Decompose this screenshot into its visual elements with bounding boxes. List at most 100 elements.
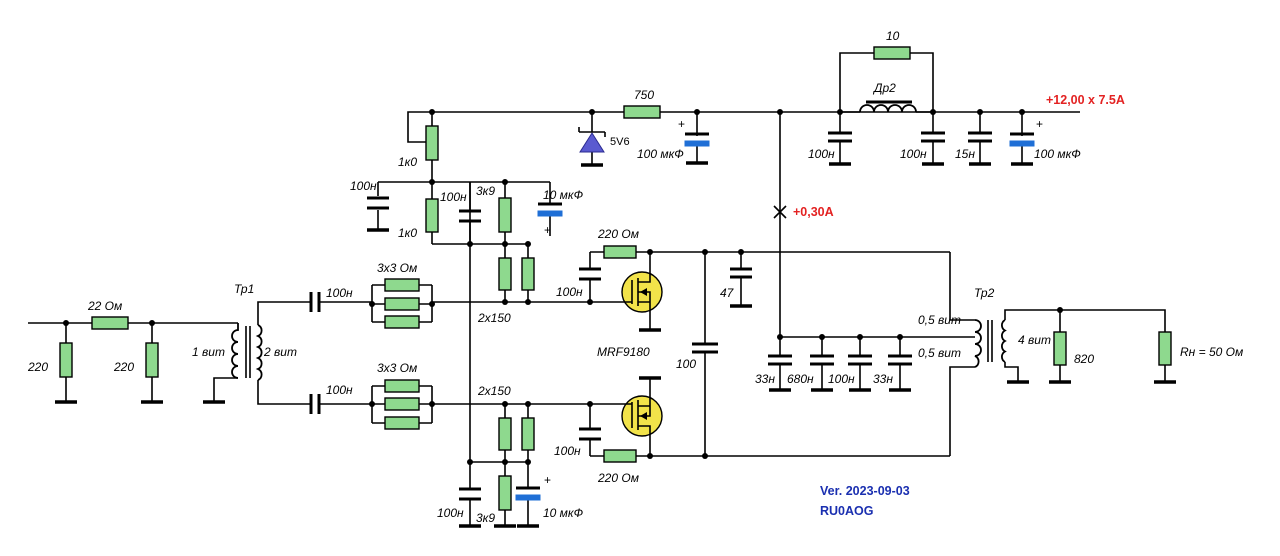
choke-coil [859, 104, 917, 113]
cap-680n [810, 354, 834, 366]
label-c-10u-bot: 10 мкФ [543, 506, 584, 520]
junction-dots [63, 109, 1063, 465]
mosfet-bot [590, 395, 663, 438]
resistor-22-ohm [91, 316, 129, 330]
label-c-100n-bot: 100н [437, 506, 464, 520]
label-c-100n-a: 100н [808, 147, 835, 161]
resistor-gate-top-3 [384, 315, 420, 329]
label-r-bias-top: 2x150 [477, 311, 511, 325]
label-plus-100u-mid: + [678, 117, 685, 131]
label-r-bias-bot: 2x150 [477, 384, 511, 398]
label-tr2: Тр2 [974, 286, 995, 300]
label-c-fb-top: 100н [556, 285, 583, 299]
label-c-47: 47 [720, 286, 735, 300]
label-c-couple-top: 100н [326, 286, 353, 300]
resistor-220-fb-bot [603, 449, 637, 463]
cap-100n-bot [459, 487, 481, 501]
resistor-gate-bot-1 [384, 379, 420, 393]
label-c-100n-c: 100н [828, 372, 855, 386]
label-r-gate-top: 3x3 Ом [377, 261, 417, 275]
resistor-1k0-mid [425, 198, 439, 233]
resistors [59, 46, 1172, 511]
resistor-150-bot-a [498, 417, 512, 451]
label-zener: 5V6 [610, 136, 630, 148]
label-plus-100u-out: + [1036, 117, 1043, 131]
cap-100n-c [848, 354, 872, 366]
label-r-10: 10 [886, 29, 900, 43]
label-r-fb-bot: 220 Ом [597, 471, 639, 485]
resistor-load [1158, 331, 1172, 366]
label-tr2-secondary: 4 вит [1018, 333, 1051, 347]
label-r-3k9-top: 3к9 [476, 184, 495, 198]
labels: 22 Ом 220 220 Тр1 1 вит 2 вит 100н 100н … [27, 29, 1243, 525]
label-c-100u-out: 100 мкФ [1034, 147, 1081, 161]
cap-fb-top [579, 267, 601, 281]
cap-100u-mid [684, 140, 710, 147]
label-r-1k-mid: 1к0 [398, 226, 417, 240]
label-c-33n-a: 33н [755, 372, 775, 386]
label-r-in-left: 220 [27, 360, 48, 374]
label-c-15n: 15н [955, 147, 975, 161]
label-tr1: Тр1 [234, 282, 254, 296]
resistor-150-bot-b [521, 417, 535, 451]
cap-10u-top [537, 210, 563, 217]
resistor-1k0-top [425, 125, 439, 161]
resistor-10 [873, 46, 911, 60]
cap-15n [968, 131, 992, 143]
zener-diode [578, 127, 606, 153]
label-c-100n-bias: 100н [440, 190, 467, 204]
resistor-150-top-b [521, 257, 535, 291]
label-c-33n-b: 33н [873, 372, 893, 386]
cap-100n-left [367, 196, 389, 210]
label-tr2-half-a: 0,5 вит [918, 313, 961, 327]
cap-100n-a [828, 131, 852, 143]
cap-10u-bot [515, 494, 541, 501]
label-choke: Др2 [872, 81, 896, 95]
version-author: RU0AOG [820, 504, 873, 518]
label-plus-10u-bot: + [544, 473, 551, 487]
resistor-220-right [145, 342, 159, 378]
cap-100 [692, 342, 718, 354]
transformer-tr2 [974, 319, 1007, 368]
label-supply: +12,00 x 7.5A [1046, 93, 1125, 107]
current-probe-mark [773, 205, 787, 219]
cap-47 [730, 267, 752, 279]
label-c-100n-b: 100н [900, 147, 927, 161]
label-drain-current: +0,30A [793, 205, 834, 219]
cap-33n-a [768, 354, 792, 366]
cap-100n-bias [459, 209, 481, 223]
label-r-in-series: 22 Ом [87, 299, 122, 313]
cap-fb-bot [579, 427, 601, 441]
label-c-100: 100 [676, 357, 696, 371]
cap-100u-out [1009, 140, 1035, 147]
cap-couple-top [309, 292, 321, 312]
label-plus-10u-top: + [544, 223, 551, 237]
label-c-couple-bot: 100н [326, 383, 353, 397]
resistor-750 [623, 105, 661, 119]
resistor-gate-top-2 [384, 297, 420, 311]
label-r-load: Rн = 50 Ом [1180, 345, 1243, 359]
resistor-gate-top-1 [384, 278, 420, 292]
label-r-fb-top: 220 Ом [597, 227, 639, 241]
resistor-220-left [59, 342, 73, 378]
label-tr1-primary: 1 вит [192, 345, 225, 359]
label-r-750: 750 [634, 88, 654, 102]
resistor-3k9-top [498, 197, 512, 233]
capacitors [309, 131, 1035, 501]
label-c-10u-top: 10 мкФ [543, 188, 584, 202]
cap-33n-b [888, 354, 912, 366]
resistor-220-fb-top [603, 245, 637, 259]
wires [28, 52, 1166, 526]
ground-symbols [55, 161, 1176, 528]
label-r-1k-top: 1к0 [398, 155, 417, 169]
label-tr2-half-b: 0,5 вит [918, 346, 961, 360]
cap-couple-bot [309, 394, 321, 414]
label-r-in-right: 220 [113, 360, 134, 374]
resistor-gate-bot-2 [384, 397, 420, 411]
version-date: Ver. 2023-09-03 [820, 484, 910, 498]
label-r-820: 820 [1074, 352, 1094, 366]
label-transistor: MRF9180 [597, 345, 650, 359]
label-c-680n: 680н [787, 372, 814, 386]
